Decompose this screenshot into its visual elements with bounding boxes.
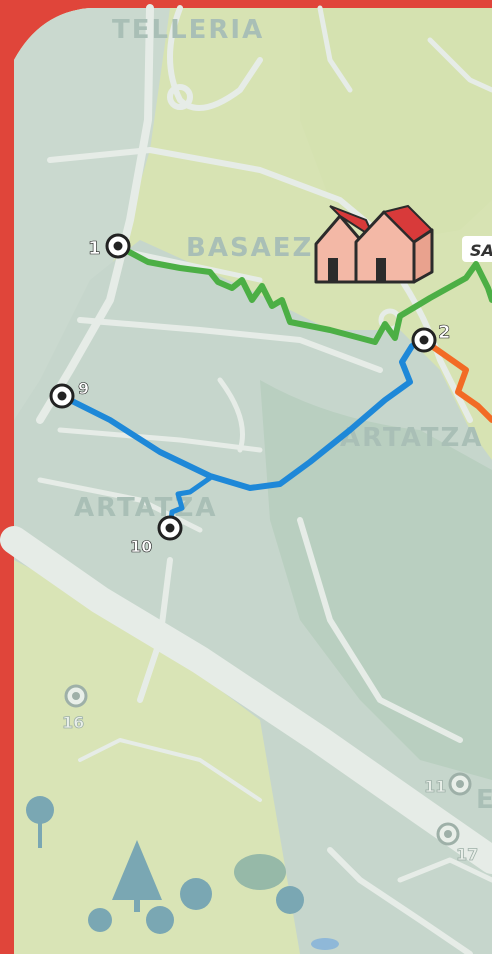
waypoint-10[interactable]: 10	[130, 515, 183, 556]
place-label-partial-e: E	[476, 785, 492, 815]
waypoint-16-label: 16	[62, 713, 84, 732]
waypoint-17[interactable]: 17	[436, 822, 479, 864]
place-label-artatza-area: ARTATZA	[74, 493, 218, 523]
place-tag-sa	[462, 236, 492, 262]
roundabout	[167, 84, 193, 110]
waypoint-9[interactable]: 9	[49, 379, 89, 409]
waypoint-9-label: 9	[78, 379, 89, 398]
waypoint-11-label: 11	[424, 777, 446, 796]
route-orange[interactable]	[423, 339, 492, 423]
waypoint-2-label: 2	[438, 322, 451, 343]
waypoint-17-label: 17	[456, 845, 478, 864]
waypoint-2[interactable]: 2	[411, 322, 451, 353]
route-blue[interactable]	[59, 337, 427, 491]
waypoint-11[interactable]: 11	[424, 772, 472, 796]
wooded-hill	[260, 380, 492, 780]
place-tag-sa-label: SA	[470, 241, 492, 260]
waypoint-1-label: 1	[88, 238, 101, 259]
urban-area-northwest	[14, 8, 170, 420]
place-label-artatza-hill: ARTATZA	[340, 423, 484, 453]
roads	[0, 4, 492, 954]
route-blue-spur[interactable]	[167, 475, 213, 531]
waypoint-16[interactable]: 16	[62, 684, 88, 732]
park-south	[14, 560, 300, 954]
park-north	[300, 8, 492, 240]
waypoint-1[interactable]: 1	[88, 233, 131, 259]
tree-icon	[26, 796, 339, 950]
waypoint-10-label: 10	[130, 537, 152, 556]
route-green[interactable]	[115, 243, 492, 345]
place-label-basaez: BASAEZ	[186, 233, 313, 263]
place-label-telleria: TELLERIA	[112, 15, 264, 45]
houses-icon	[314, 204, 434, 284]
